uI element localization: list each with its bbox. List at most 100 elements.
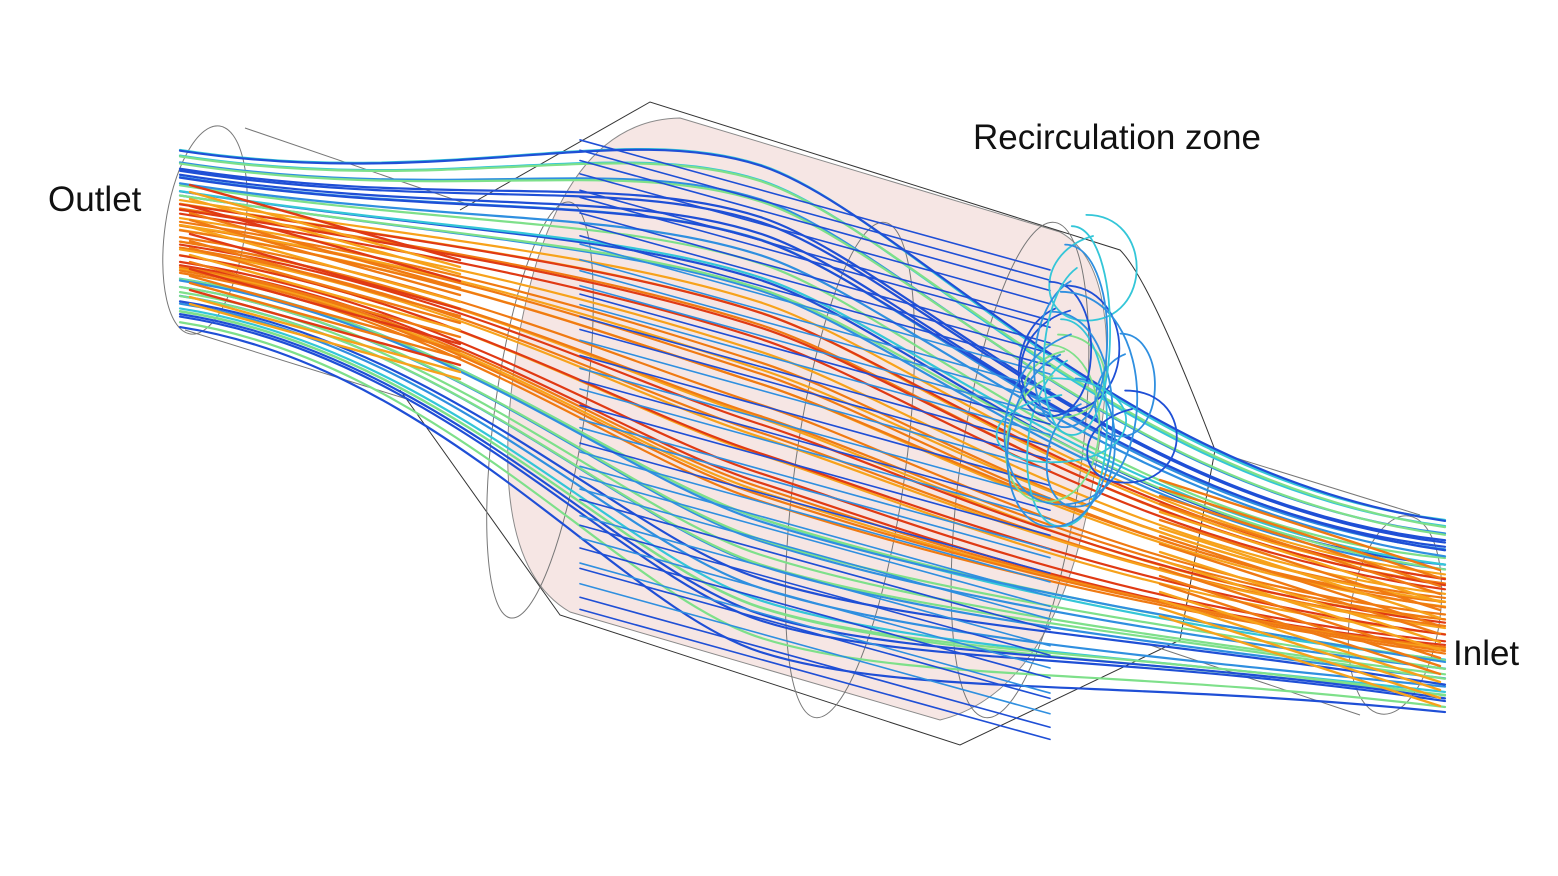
- outer-shell-outline: [399, 101, 1216, 746]
- streamline: [178, 325, 1447, 714]
- streamline: [188, 211, 462, 290]
- streamline: [579, 547, 1051, 679]
- streamline: [1158, 550, 1442, 644]
- streamline: [188, 190, 462, 269]
- streamline: [579, 293, 1051, 425]
- streamline: [579, 303, 1051, 436]
- inlet-pipe-top-edge: [1209, 449, 1421, 516]
- inlet-label: Inlet: [1453, 634, 1520, 673]
- streamline: [188, 232, 462, 311]
- streamline: [579, 269, 1051, 402]
- inlet-pipe-bottom-edge: [1149, 644, 1361, 716]
- streamline: [579, 159, 1051, 292]
- streamline: [579, 567, 1051, 700]
- streamline: [579, 426, 1051, 559]
- streamline: [1158, 614, 1442, 708]
- substrate-face-3: [950, 221, 1090, 719]
- streamline: [178, 148, 1447, 523]
- streamline: [1017, 280, 1093, 418]
- streamline: [178, 194, 1447, 571]
- streamline: [1158, 590, 1442, 684]
- streamline: [178, 167, 1447, 542]
- streamline: [1158, 502, 1442, 596]
- outlet-label: Outlet: [48, 180, 142, 219]
- streamline: [579, 388, 1051, 520]
- streamline: [1158, 518, 1442, 612]
- streamline: [579, 189, 1051, 322]
- streamline: [188, 225, 462, 304]
- streamline: [178, 176, 1447, 552]
- streamline: [579, 475, 1051, 608]
- streamline: [579, 235, 1051, 367]
- streamline: [1003, 290, 1138, 506]
- streamline: [1158, 526, 1442, 620]
- streamline: [178, 310, 1447, 697]
- streamlines: [178, 139, 1447, 741]
- streamline: [579, 222, 1051, 355]
- streamline: [178, 189, 1447, 566]
- streamline: [579, 596, 1051, 729]
- streamline: [178, 162, 1447, 536]
- streamline: [178, 216, 1447, 595]
- streamline: [188, 183, 462, 262]
- streamline: [178, 300, 1447, 686]
- recirculation-zone-label: Recirculation zone: [973, 118, 1261, 157]
- streamline: [188, 246, 462, 325]
- streamline: [1086, 389, 1178, 484]
- streamline: [188, 197, 462, 276]
- streamline: [579, 451, 1051, 583]
- streamline: [188, 281, 462, 360]
- streamline: [579, 212, 1051, 344]
- streamline: [1158, 478, 1442, 572]
- streamline: [178, 223, 1447, 603]
- streamline: [579, 562, 1051, 694]
- streamline: [1158, 574, 1442, 668]
- streamline: [178, 279, 1447, 664]
- streamline: [579, 488, 1051, 620]
- streamline: [579, 339, 1051, 472]
- streamline: [579, 442, 1051, 574]
- streamline: [579, 284, 1051, 417]
- streamline: [579, 139, 1051, 271]
- streamline: [579, 315, 1051, 448]
- streamline: [579, 524, 1051, 657]
- streamline: [579, 367, 1051, 500]
- streamline: [1158, 494, 1442, 588]
- streamline: [178, 294, 1447, 680]
- streamline: [1048, 213, 1138, 322]
- streamline: [188, 253, 462, 332]
- streamline: [579, 258, 1051, 391]
- streamline: [579, 196, 1051, 329]
- streamline: [188, 204, 462, 283]
- streamline: [178, 184, 1447, 560]
- streamline: [188, 288, 462, 367]
- streamline: [1158, 598, 1442, 692]
- streamline: [579, 149, 1051, 282]
- streamline: [1006, 310, 1114, 528]
- streamline: [1158, 582, 1442, 676]
- streamline: [178, 248, 1447, 630]
- streamline: [579, 498, 1051, 631]
- streamline: [1045, 377, 1116, 508]
- streamline: [178, 155, 1447, 529]
- streamline: [579, 514, 1051, 647]
- streamline: [188, 295, 462, 374]
- streamline: [579, 173, 1051, 305]
- streamline: [1158, 486, 1442, 580]
- streamline: [579, 418, 1051, 551]
- streamline: [579, 465, 1051, 598]
- streamline: [178, 269, 1447, 653]
- streamline: [1158, 558, 1442, 652]
- streamline: [579, 608, 1051, 741]
- streamline: [188, 267, 462, 346]
- streamline: [579, 328, 1051, 461]
- streamline: [188, 274, 462, 353]
- streamline: [579, 243, 1051, 375]
- streamline: [178, 243, 1447, 624]
- streamline: [579, 582, 1051, 715]
- streamline: [1042, 225, 1112, 436]
- streamline: [188, 260, 462, 339]
- streamline: [178, 254, 1447, 636]
- streamline: [1158, 542, 1442, 636]
